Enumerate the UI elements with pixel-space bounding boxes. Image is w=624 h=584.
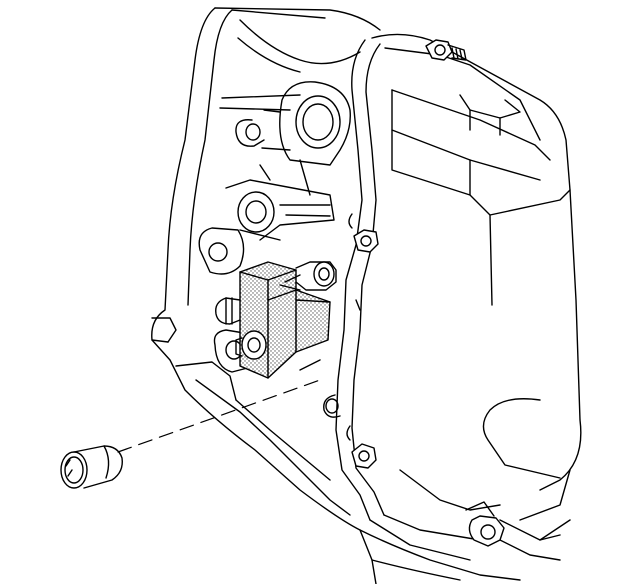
flange-bolt-middle bbox=[353, 229, 379, 253]
transmission-body bbox=[371, 33, 582, 561]
plug-cap bbox=[60, 445, 123, 489]
block-fitting-front bbox=[235, 330, 267, 360]
middle-boss bbox=[225, 159, 335, 241]
flange-bolt-top bbox=[425, 39, 467, 61]
oil-pan bbox=[359, 519, 571, 581]
left-boss bbox=[198, 227, 281, 275]
block-fitting-left bbox=[215, 297, 241, 325]
case-flange bbox=[335, 39, 481, 561]
flange-bolt-bottom bbox=[465, 501, 505, 547]
flange-bolt-lower bbox=[351, 443, 377, 469]
upper-port-boss bbox=[235, 81, 351, 166]
block-fitting-right bbox=[284, 261, 337, 291]
transmission-case bbox=[151, 7, 381, 584]
assembly-line bbox=[117, 379, 321, 453]
flange-detail bbox=[346, 213, 361, 441]
